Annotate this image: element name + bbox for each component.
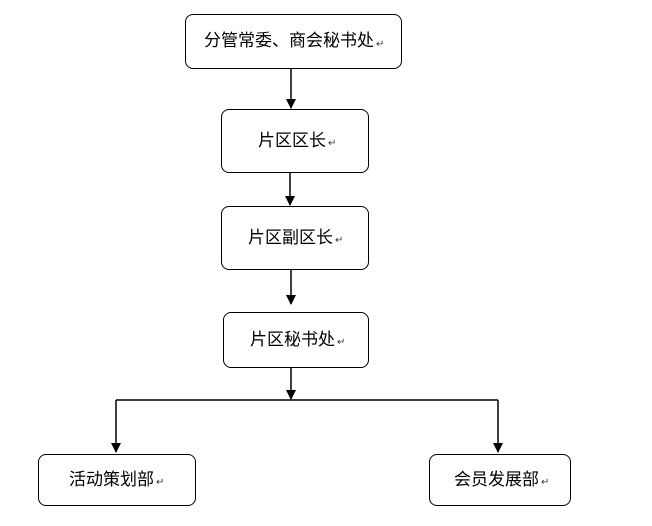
paragraph-mark-icon: ↵ [541, 477, 550, 488]
paragraph-mark-icon: ↵ [156, 477, 165, 488]
paragraph-mark-icon: ↵ [337, 337, 346, 348]
node-district-head: 片区区长↵ [221, 109, 369, 173]
node-activity-planning-dept: 活动策划部↵ [38, 454, 196, 506]
node-label: 片区区长 [258, 130, 326, 151]
node-label: 活动策划部 [69, 469, 154, 490]
node-label: 分管常委、商会秘书处 [204, 31, 374, 51]
node-branch-committee-secretariat: 分管常委、商会秘书处↵ [185, 14, 402, 69]
paragraph-mark-icon: ↵ [328, 138, 337, 149]
node-label: 片区副区长 [248, 227, 333, 248]
node-label: 片区秘书处 [250, 329, 335, 350]
node-label: 会员发展部 [454, 469, 539, 490]
node-district-secretariat: 片区秘书处↵ [223, 312, 369, 368]
paragraph-mark-icon: ↵ [335, 235, 344, 246]
paragraph-mark-icon: ↵ [376, 38, 385, 50]
node-member-development-dept: 会员发展部↵ [429, 454, 571, 506]
node-deputy-district-head: 片区副区长↵ [221, 206, 369, 270]
